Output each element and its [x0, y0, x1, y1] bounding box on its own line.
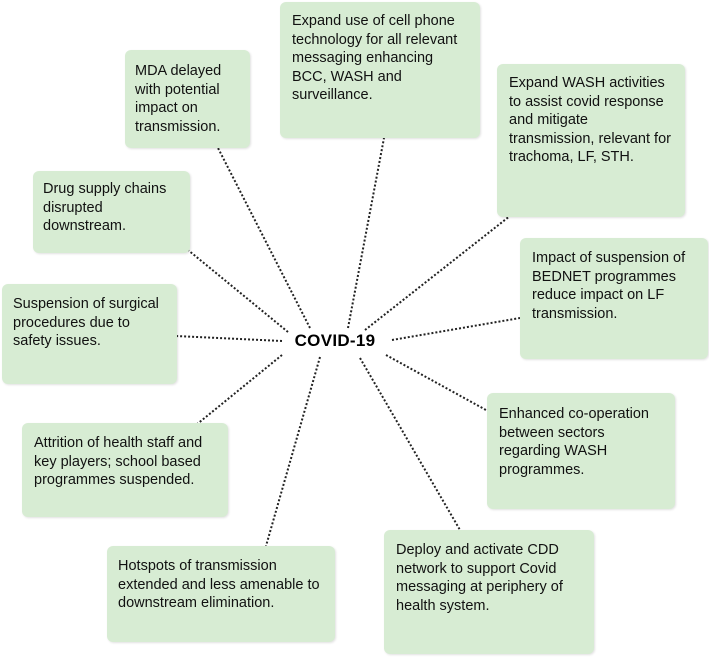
connector-drug-supply [187, 249, 289, 333]
node-cell-phone: Expand use of cell phone technology for … [280, 2, 480, 138]
connector-surgical [175, 335, 283, 342]
node-surgical: Suspension of surgical procedures due to… [2, 284, 177, 384]
connector-cdd-network [359, 357, 461, 531]
node-cooperation: Enhanced co-operation between sectors re… [487, 393, 675, 509]
connector-cell-phone [347, 137, 385, 329]
node-cdd-network: Deploy and activate CDD network to suppo… [384, 530, 594, 654]
connector-cooperation [385, 354, 487, 411]
center-node-label: COVID-19 [294, 331, 376, 350]
node-hotspots: Hotspots of transmission extended and le… [107, 546, 335, 642]
connector-mda-delayed [217, 147, 311, 329]
connector-bednet [391, 317, 521, 341]
node-attrition: Attrition of health staff and key player… [22, 423, 228, 517]
connector-hotspots [265, 356, 321, 547]
connector-attrition [195, 354, 283, 426]
node-bednet: Impact of suspension of BEDNET programme… [520, 238, 708, 359]
connector-expand-wash [364, 211, 516, 331]
node-expand-wash: Expand WASH activities to assist covid r… [497, 64, 685, 217]
node-drug-supply: Drug supply chains disrupted downstream. [33, 171, 190, 253]
node-mda-delayed: MDA delayed with potential impact on tra… [125, 50, 250, 148]
